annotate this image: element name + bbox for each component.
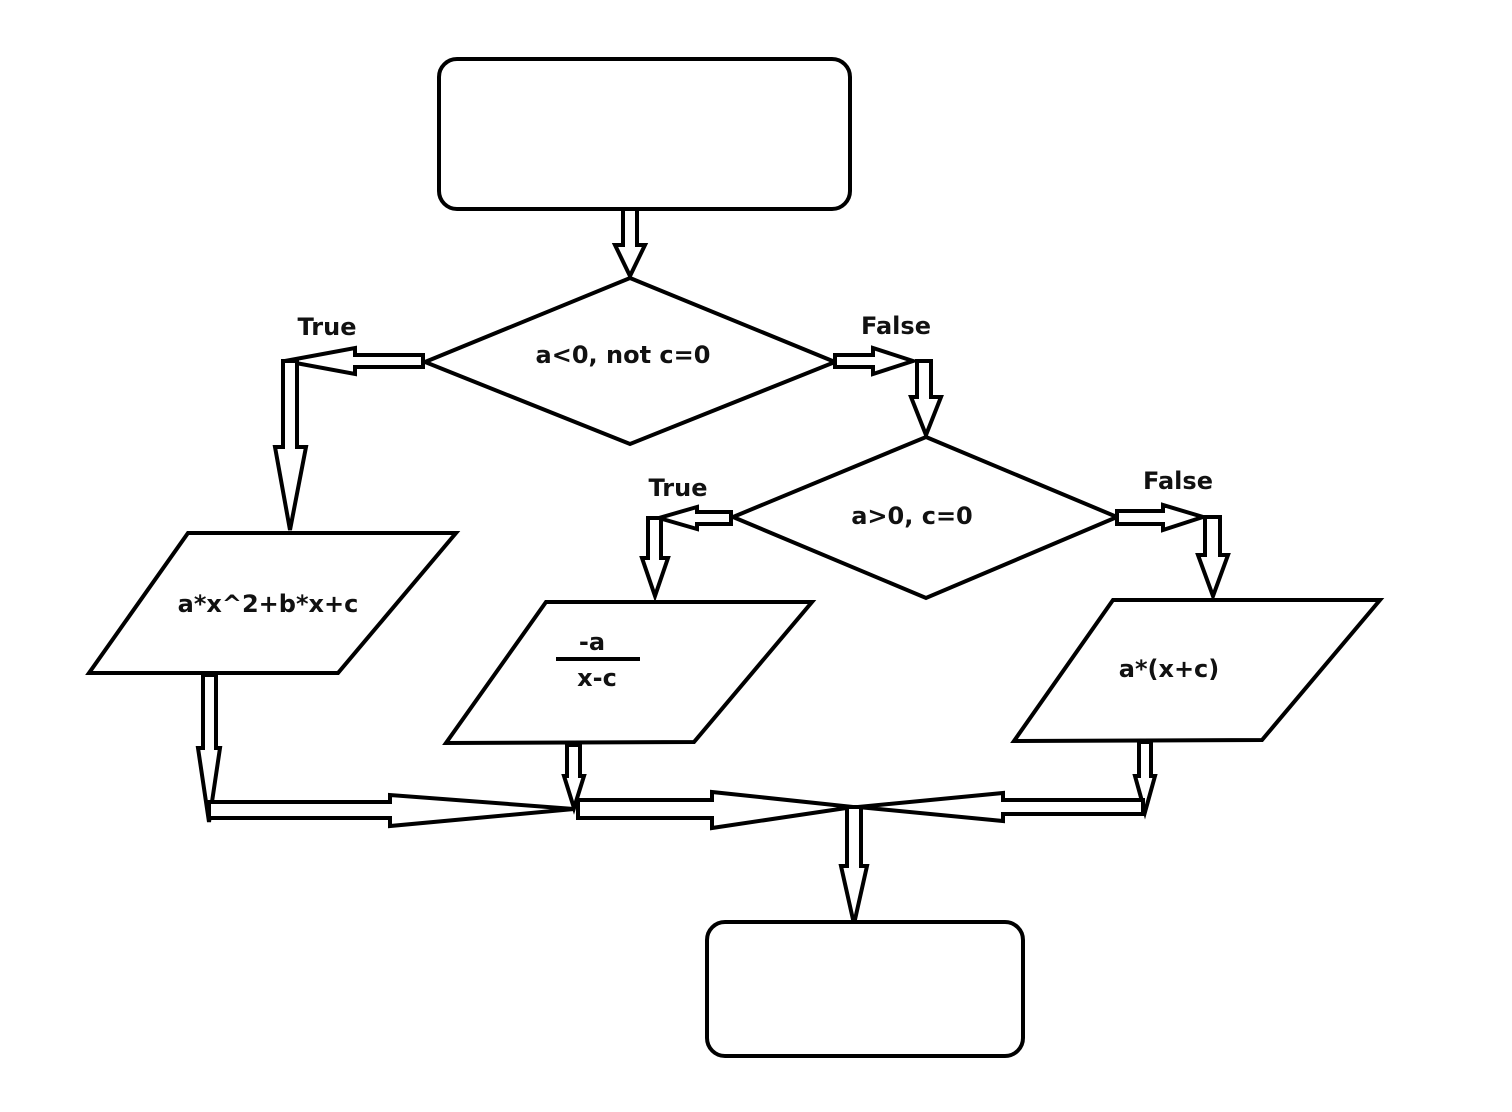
arrow-output1-down bbox=[195, 673, 223, 823]
arrow-decision2-false-horizontal bbox=[1115, 502, 1210, 533]
end-node bbox=[705, 920, 1025, 1058]
decision2-node bbox=[727, 434, 1123, 601]
output2-node bbox=[442, 600, 817, 746]
output3-node bbox=[1010, 598, 1385, 744]
start-node bbox=[437, 57, 852, 211]
decision2-label: a>0, c=0 bbox=[851, 502, 973, 530]
output2-numerator: -a bbox=[579, 628, 605, 656]
edge-label-d2-false: False bbox=[1143, 467, 1213, 495]
arrow-merge-to-end bbox=[838, 805, 870, 925]
arrow-decision1-false-down bbox=[908, 359, 944, 441]
arrow-decision1-true-horizontal bbox=[284, 345, 425, 377]
arrow-output3-down bbox=[1132, 740, 1158, 820]
edge-label-d1-false: False bbox=[861, 312, 931, 340]
arrow-output2-down bbox=[561, 743, 587, 815]
decision1-node bbox=[419, 275, 841, 447]
arrow-merge-middle-segment bbox=[576, 789, 854, 831]
arrow-merge-left-segment bbox=[207, 792, 575, 829]
arrow-decision2-true-down bbox=[639, 516, 671, 603]
arrow-merge-right-segment bbox=[857, 790, 1145, 824]
arrow-decision1-true-down bbox=[272, 359, 309, 531]
arrow-decision1-false-horizontal bbox=[833, 345, 920, 377]
edge-label-d2-true: True bbox=[649, 474, 708, 502]
output2-denominator: x-c bbox=[577, 664, 617, 692]
output3-label: a*(x+c) bbox=[1119, 655, 1220, 683]
decision1-label: a<0, not c=0 bbox=[536, 341, 711, 369]
output1-label: a*x^2+b*x+c bbox=[178, 590, 359, 618]
arrow-decision2-true-horizontal bbox=[651, 504, 733, 532]
edge-label-d1-true: True bbox=[298, 313, 357, 341]
arrow-decision2-false-down bbox=[1195, 515, 1231, 602]
output1-node bbox=[85, 531, 461, 675]
arrow-start-to-decision1 bbox=[611, 207, 649, 281]
